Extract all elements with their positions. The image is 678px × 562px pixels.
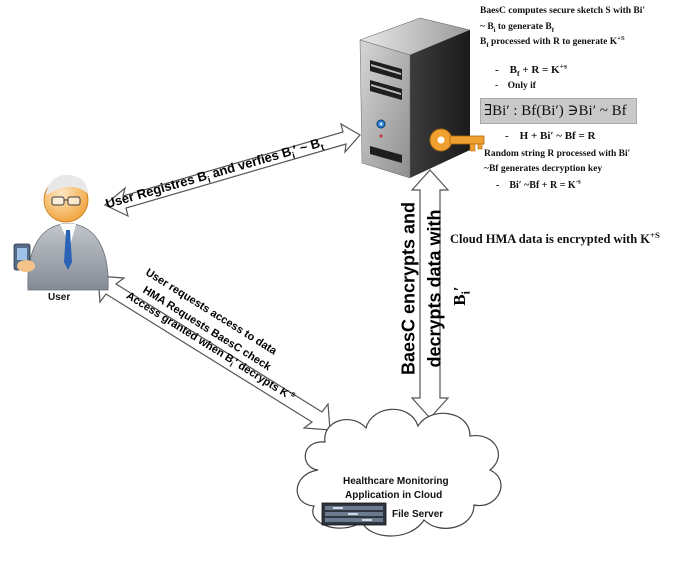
vertical-label-1: BaesC encrypts and — [398, 201, 419, 376]
cloud-label-line-1: Healthcare Monitoring — [343, 476, 449, 487]
formula-box — [480, 98, 637, 124]
user-label: User — [48, 292, 71, 303]
note-line-1: BaesC computes secure sketch S with Bi′ — [480, 6, 646, 16]
register-arrow — [103, 122, 361, 218]
note-line-2: ~ Bi to generate Bf — [480, 22, 554, 34]
note-line-4: Random string R processed with Bi′ — [484, 149, 631, 159]
vertical-label-3: Bi′ — [450, 286, 473, 306]
bullet-3: - H + Bi′ ~ Bf = R — [505, 130, 596, 142]
bullet-1: - Bf + R = K+s — [495, 61, 567, 79]
cloud-encrypted-note: Cloud HMA data is encrypted with K+S — [450, 229, 660, 246]
bullet-2: - Only if — [495, 81, 536, 91]
note-line-3: Bf processed with R to generate K+S — [480, 34, 625, 49]
formula-text: ∃Bi′ : Bf(Bi′) ∋Bi′ ~ Bf — [484, 103, 627, 119]
bullet-4: - Bi′ ~Bf + R = K-s — [496, 177, 581, 191]
file-server-label: File Server — [392, 509, 444, 520]
cloud-label-line-2: Application in Cloud — [345, 490, 443, 501]
file-server-rack-icon — [321, 502, 387, 526]
key-icon — [429, 128, 485, 152]
vertical-label-2: decrypts data with — [424, 209, 445, 368]
note-line-5: ~Bf generates decryption key — [484, 164, 603, 174]
user-avatar-icon — [13, 174, 109, 291]
server-icon — [359, 17, 471, 179]
